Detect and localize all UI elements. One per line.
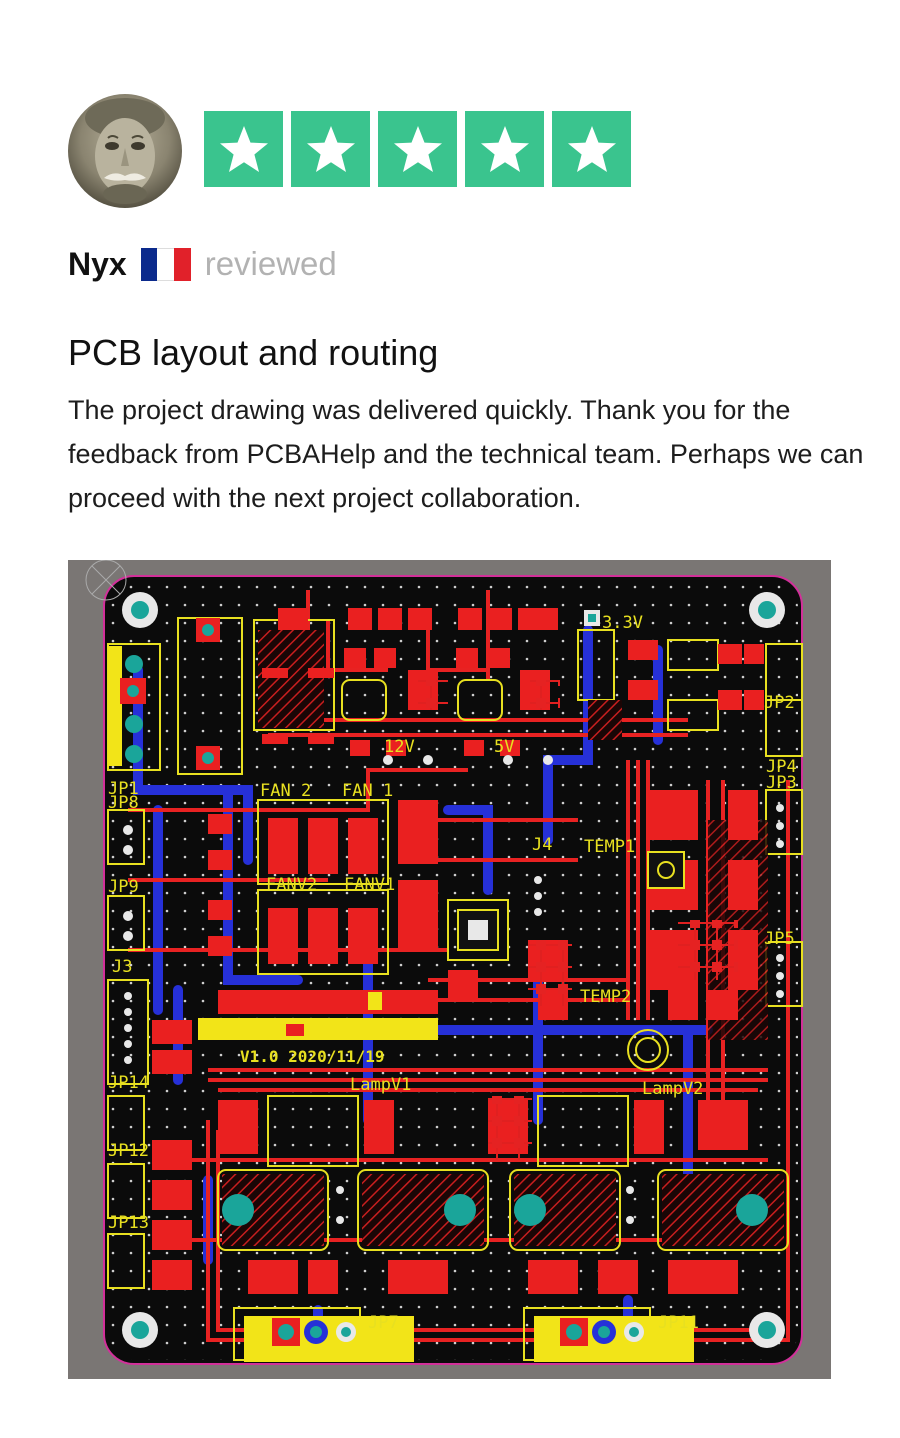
- board-label-fan2: FAN 2: [260, 781, 311, 801]
- reviewer-name: Nyx: [68, 245, 127, 282]
- board-label-5v: 5V: [494, 737, 514, 757]
- star-icon: [465, 111, 544, 187]
- board-label-jp1: JP1: [108, 779, 139, 799]
- board-label-jp8: JP8: [108, 793, 139, 813]
- reviewer-avatar: [68, 94, 182, 208]
- board-label-fan1: FAN 1: [342, 781, 393, 801]
- board-label-lampv2: LampV2: [642, 1079, 703, 1099]
- board-label-12v: 12V: [384, 737, 415, 757]
- board-label-jp11: JP11: [658, 1313, 699, 1333]
- board-label-j4: J4: [532, 835, 552, 855]
- reviewer-line: Nyx reviewed: [68, 242, 337, 286]
- board-label-jp5: JP5: [764, 929, 795, 949]
- board-label-jp7: JP7: [368, 1313, 399, 1333]
- board-label-fanv1: FANV1: [344, 875, 395, 895]
- board-label-jp3: JP3: [766, 773, 797, 793]
- board-label-lampv1: LampV1: [350, 1075, 411, 1095]
- board-label-jp2: JP2: [764, 693, 795, 713]
- france-flag-icon: [140, 247, 191, 281]
- board-label-jp14: JP14: [108, 1073, 149, 1093]
- board-label-jp9: JP9: [108, 877, 139, 897]
- board-label-temp1: TEMP1: [584, 837, 635, 857]
- star-icon: [291, 111, 370, 187]
- star-rating: [204, 111, 631, 187]
- board-label-jp12: JP12: [108, 1141, 149, 1161]
- board-label-j3: J3: [112, 957, 132, 977]
- star-icon: [378, 111, 457, 187]
- star-icon: [552, 111, 631, 187]
- board-label-temp2: TEMP2: [580, 987, 631, 1007]
- star-icon: [204, 111, 283, 187]
- board-label-version: V1.0 2020/11/19: [240, 1047, 385, 1066]
- board-label-3v3: 3.3V: [602, 613, 643, 633]
- board-label-fanv2: FANV2: [266, 875, 317, 895]
- board-label-jp13: JP13: [108, 1213, 149, 1233]
- board-label-jp4: JP4: [766, 757, 797, 777]
- review-title: PCB layout and routing: [68, 332, 439, 373]
- pcb-layout-image: 3.3V JP1 JP8 JP9 J3 JP14 JP12 JP13 FAN 2…: [68, 559, 831, 1379]
- reviewed-label: reviewed: [204, 245, 337, 282]
- review-body: The project drawing was delivered quickl…: [68, 395, 864, 513]
